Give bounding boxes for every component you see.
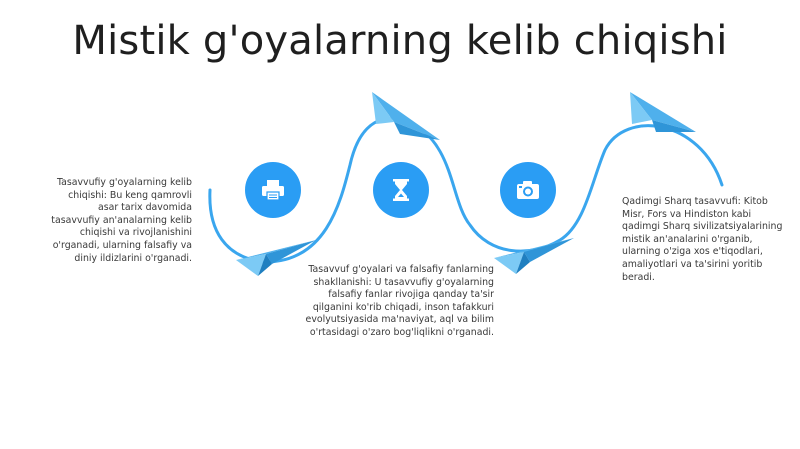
printer-icon (262, 180, 284, 201)
page-title: Mistik g'oyalarning kelib chiqishi (72, 18, 728, 64)
wave-line (208, 116, 724, 264)
step-1-circle (245, 162, 301, 218)
hourglass-icon (393, 179, 409, 201)
step-3-circle (500, 162, 556, 218)
step-1-description: Tasavvufiy g'oyalarning kelib chiqishi: … (51, 177, 192, 264)
step-4-description: Qadimgi Sharq tasavvufi: Kitob Misr, For… (622, 196, 783, 283)
paper-plane-icon (372, 92, 440, 140)
step-2-description: Tasavvuf g'oyalari va falsafiy fanlarnin… (305, 264, 494, 338)
paper-plane-icon (494, 238, 574, 274)
camera-icon (517, 181, 539, 199)
step-2-circle (373, 162, 429, 218)
paper-plane-icon (630, 92, 696, 132)
paper-plane-icon (236, 240, 316, 276)
